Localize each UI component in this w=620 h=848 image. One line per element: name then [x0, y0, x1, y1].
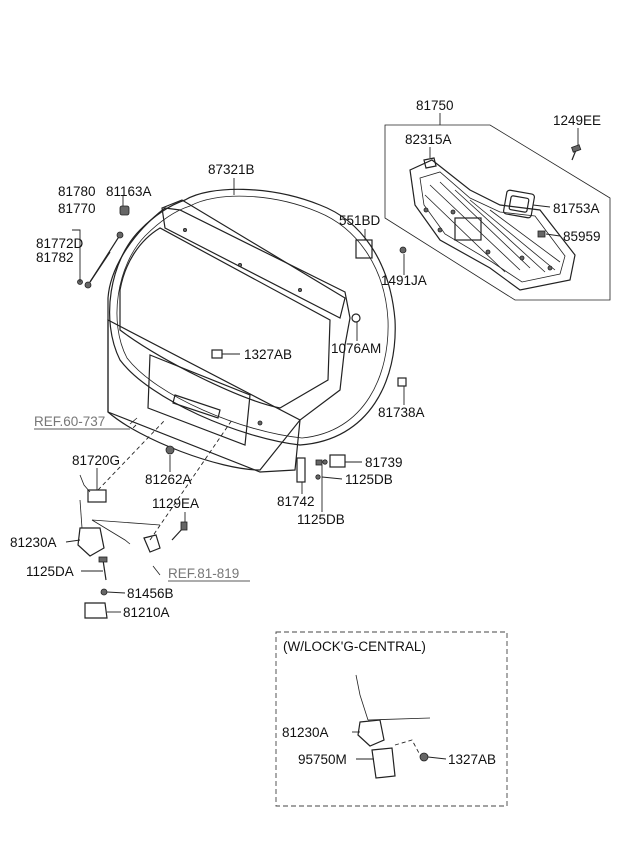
label-81456B: 81456B — [127, 586, 174, 601]
label-85959: 85959 — [563, 229, 601, 244]
label-81163A: 81163A — [106, 184, 152, 199]
part-551BD — [355, 239, 373, 259]
label-81750: 81750 — [416, 98, 454, 113]
label-1076AM: 1076AM — [331, 341, 381, 356]
label-81742: 81742 — [277, 494, 315, 509]
bolt-1125DA — [98, 556, 108, 581]
bumper-81163A — [119, 205, 130, 216]
label-81739: 81739 — [365, 455, 403, 470]
label-1327AB-inset: 1327AB — [448, 752, 496, 767]
label-95750M: 95750M — [298, 752, 347, 767]
label-81782: 81782 — [36, 250, 74, 265]
handle-81210A — [84, 602, 108, 619]
label-1491JA: 1491JA — [381, 273, 427, 288]
grommet-1076AM — [351, 313, 361, 323]
label-1327AB-upper: 1327AB — [244, 347, 292, 362]
striker-81739 — [315, 454, 346, 468]
garnish-panel — [384, 124, 611, 301]
label-81262A: 81262A — [145, 472, 192, 487]
latch-81230A — [77, 499, 161, 557]
screw-1249EE — [571, 144, 582, 161]
bolt-1129EA — [171, 521, 188, 541]
label-81230A-inset: 81230A — [282, 725, 329, 740]
label-87321B: 87321B — [208, 162, 255, 177]
clip-85959 — [537, 230, 546, 238]
ref-60-737: REF.60-737 — [34, 414, 105, 429]
emblem-81753A — [503, 189, 535, 219]
label-81780: 81780 — [58, 184, 96, 199]
label-1125DB-b: 1125DB — [297, 512, 345, 527]
weatherstrip-87321B — [109, 188, 396, 446]
screw-1491JA — [399, 246, 407, 254]
nut-1327AB-upper — [211, 349, 223, 359]
label-81230A: 81230A — [10, 535, 57, 550]
ref-81-819: REF.81-819 — [168, 566, 239, 581]
switch-81720G — [79, 474, 107, 503]
dashed-pointers — [97, 419, 233, 541]
leader-lines — [65, 113, 579, 613]
label-81770: 81770 — [58, 201, 96, 216]
label-1129EA: 1129EA — [152, 496, 199, 511]
label-82315A: 82315A — [405, 132, 452, 147]
label-1125DA: 1125DA — [26, 564, 74, 579]
label-81772D: 81772D — [36, 236, 84, 251]
stopper-81262A — [165, 445, 175, 455]
inset-box — [275, 631, 508, 807]
tailgate — [107, 199, 351, 473]
label-1249EE: 1249EE — [553, 113, 601, 128]
label-81210A: 81210A — [123, 605, 170, 620]
inset-latch — [352, 674, 447, 779]
label-81738A: 81738A — [378, 405, 425, 420]
label-1125DB-a: 1125DB — [345, 472, 393, 487]
gas-strut — [77, 231, 124, 289]
label-551BD: 551BD — [339, 213, 381, 228]
inset-title: (W/LOCK'G-CENTRAL) — [283, 639, 426, 654]
bolt-81456B — [100, 588, 108, 596]
bracket-81742 — [296, 457, 306, 483]
actuator-ref81 — [143, 534, 161, 553]
label-81753A: 81753A — [553, 201, 600, 216]
bumper-81738A — [397, 377, 407, 387]
label-81720G: 81720G — [72, 453, 120, 468]
